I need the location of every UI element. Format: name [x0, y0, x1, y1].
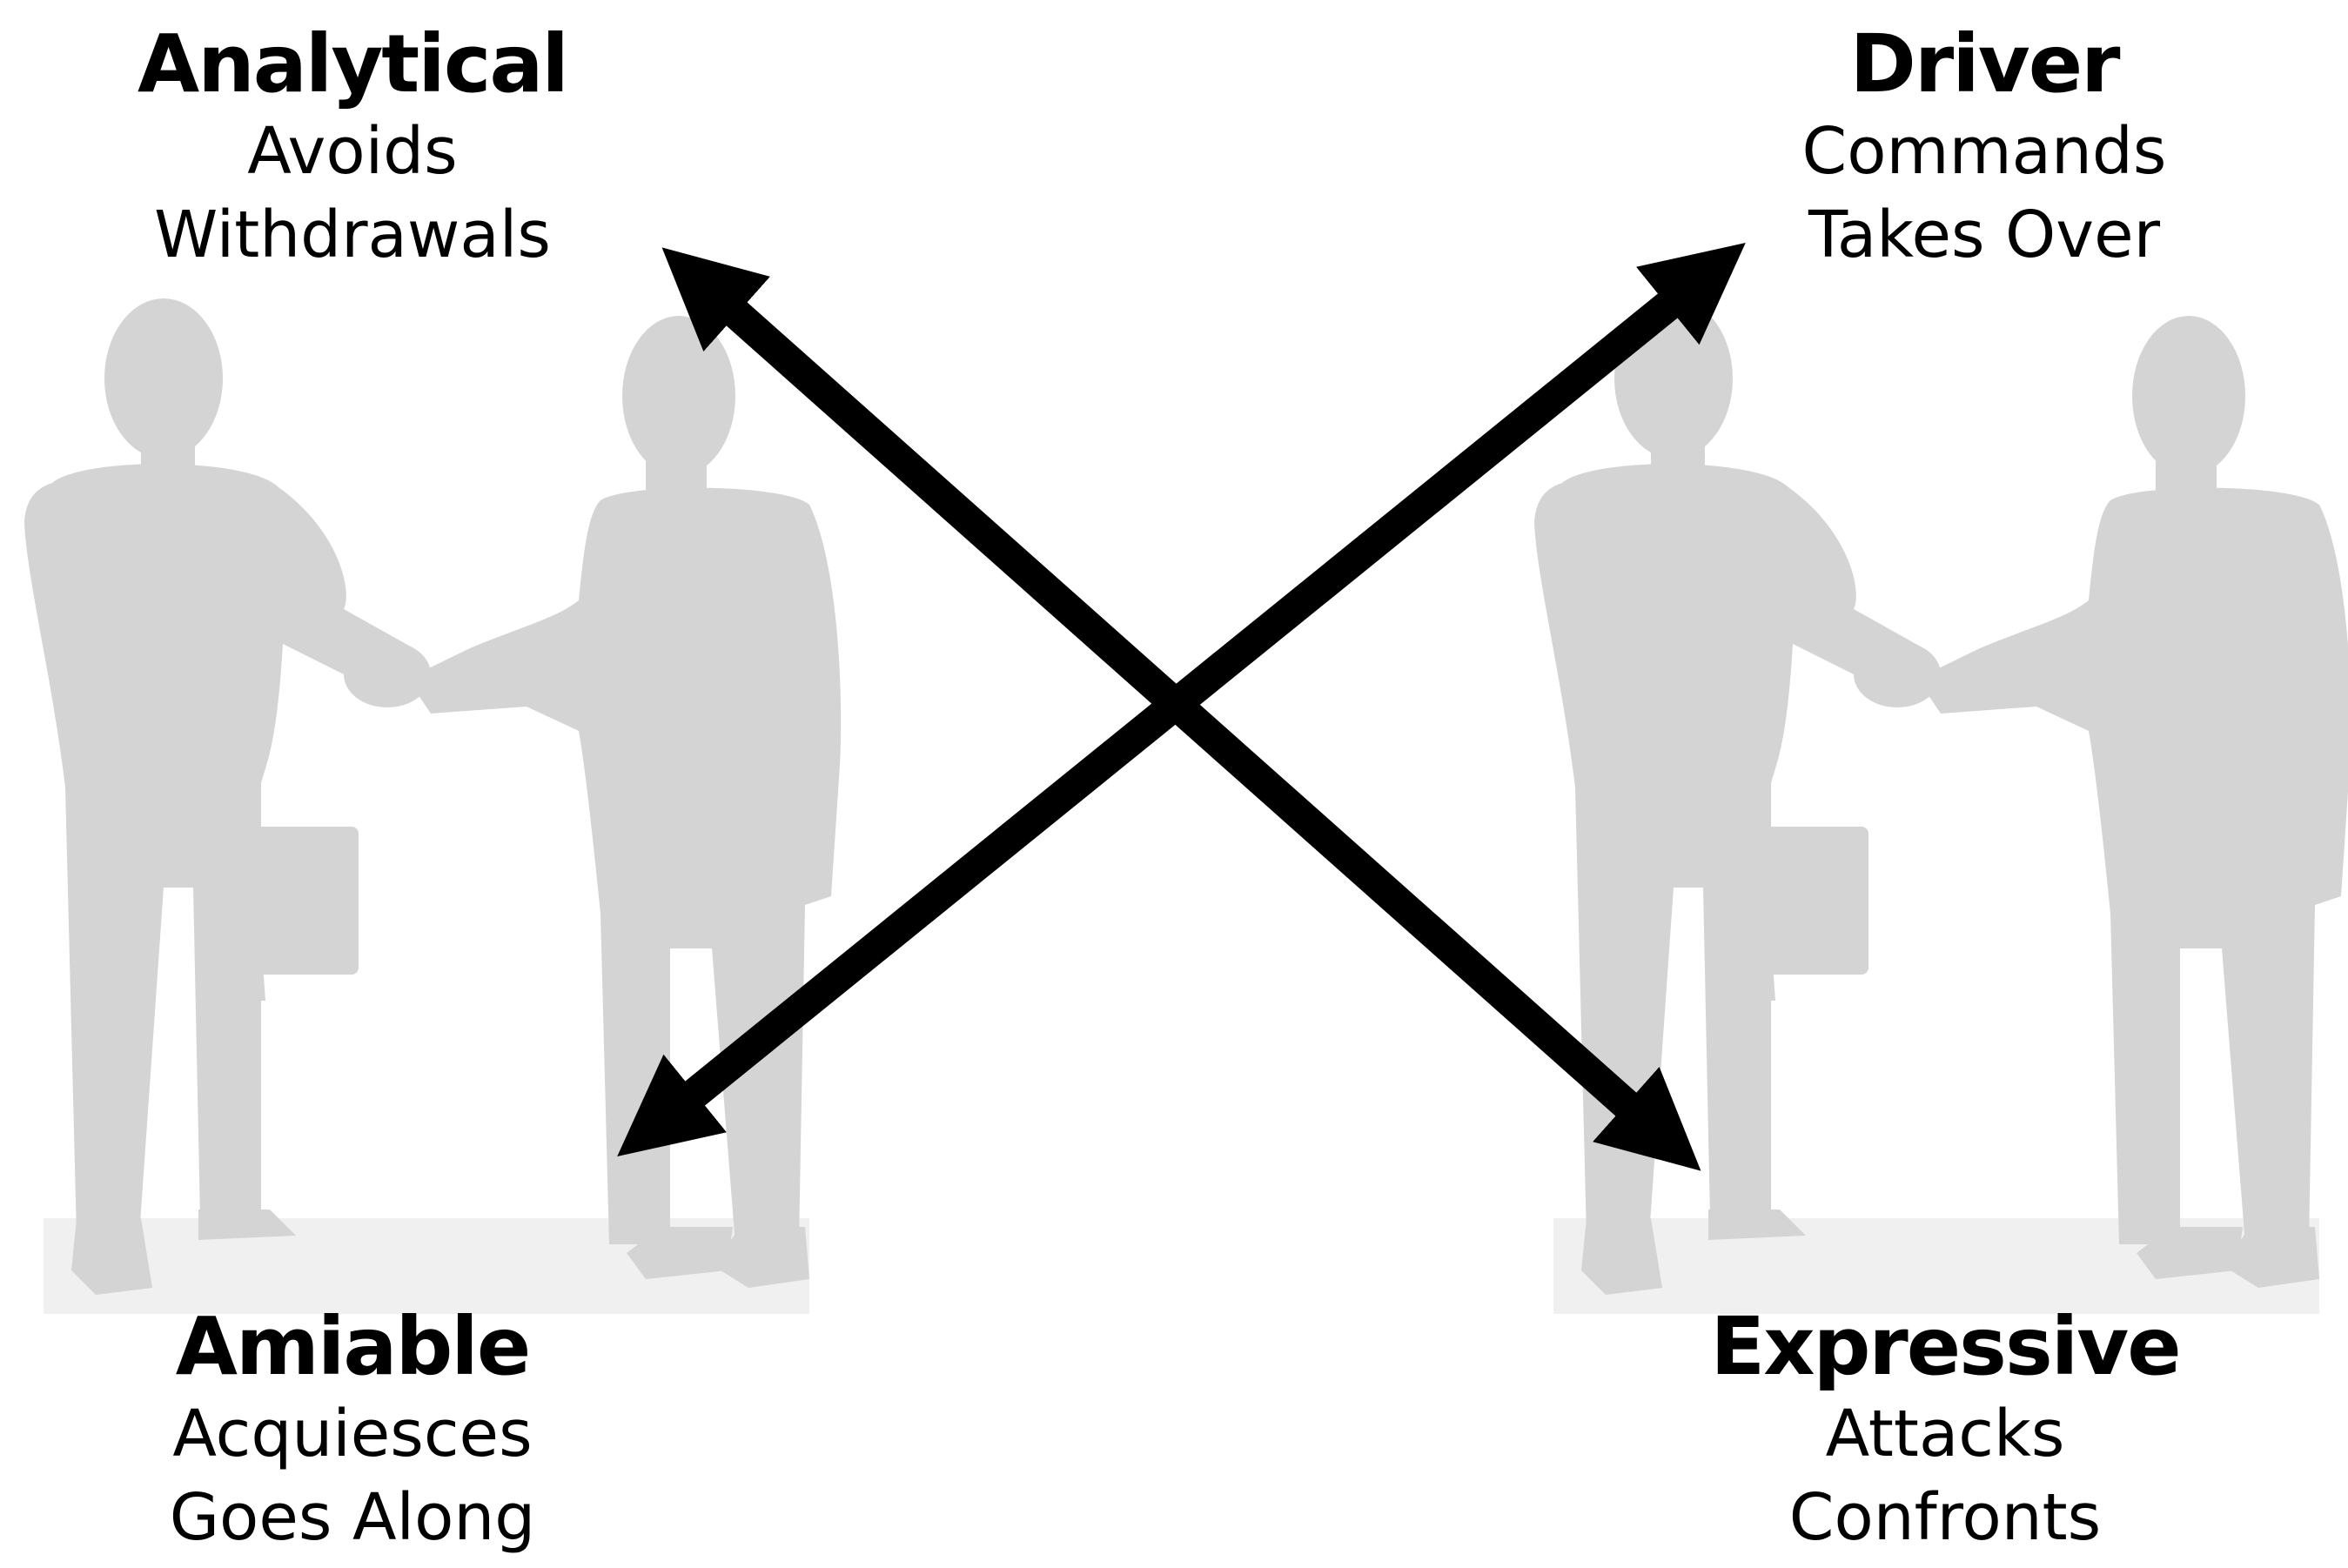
amiable-line-2: Goes Along — [169, 1480, 536, 1555]
driver-amiable-arrow — [617, 243, 1746, 1156]
expressive-line-2: Confronts — [1788, 1480, 2102, 1555]
expressive-title: Expressive — [1710, 1300, 2181, 1393]
driver-line-2: Takes Over — [1808, 198, 2161, 272]
expressive-label: Expressive Attacks Confronts — [1684, 1302, 2206, 1559]
analytical-line-2: Withdrawals — [154, 198, 551, 272]
handshake-silhouette-right — [1534, 298, 2348, 1314]
driver-label: Driver Commands Takes Over — [1741, 19, 2228, 277]
expressive-line-1: Attacks — [1825, 1397, 2065, 1471]
amiable-title: Amiable — [175, 1300, 531, 1393]
analytical-title: Analytical — [138, 17, 569, 111]
amiable-line-1: Acquiesces — [172, 1397, 533, 1471]
analytical-label: Analytical Avoids Withdrawals — [113, 19, 592, 277]
driver-line-1: Commands — [1801, 114, 2167, 189]
handshake-silhouette-left — [24, 298, 842, 1314]
amiable-label: Amiable Acquiesces Goes Along — [113, 1302, 592, 1559]
analytical-line-1: Avoids — [247, 114, 458, 189]
driver-title: Driver — [1849, 17, 2120, 111]
